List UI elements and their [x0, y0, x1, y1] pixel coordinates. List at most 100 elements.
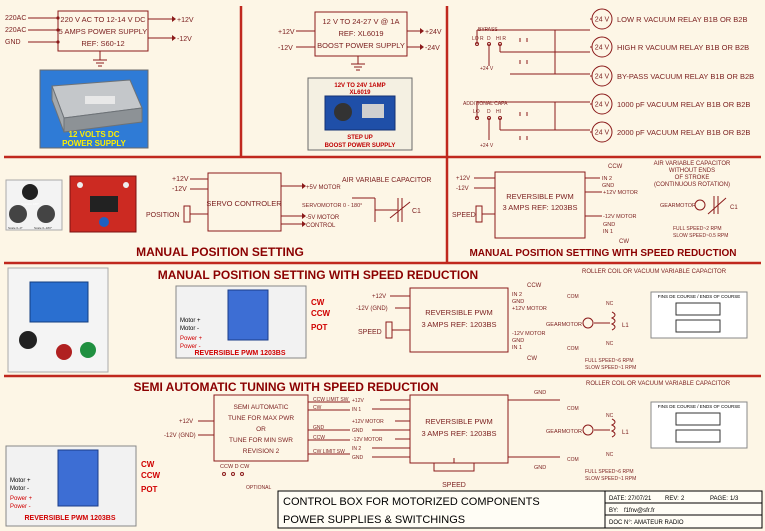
boost-photo-top-1: 12V TO 24V 1AMP: [334, 83, 385, 89]
boost-photo-top-2: XL6019: [349, 90, 371, 96]
manual-position-label: POSITION: [146, 212, 179, 219]
manual-in-pos: +12V: [172, 176, 189, 183]
ms-block-1: REVERSIBLE PWM: [506, 192, 574, 201]
knob-left-caption: Scale 0~0°: [8, 226, 23, 230]
boost-out-neg: -24V: [425, 45, 440, 52]
by-label: BY:: [609, 508, 619, 514]
servo-controller-label: SERVO CONTROLER: [206, 199, 282, 208]
mpssr-in-pos: +12V: [372, 294, 386, 300]
semi-module-label-4: Power -: [10, 504, 31, 510]
semi-optional: OPTIONAL: [246, 485, 272, 491]
ms-out-pos: +12V MOTOR: [603, 190, 638, 196]
ms-title: MANUAL POSITION SETTING WITH SPEED REDUC…: [469, 248, 736, 259]
ms-in-pos: +12V: [456, 176, 470, 182]
servo-knob-photos: Scale 0~0° Scale 0~180° Position 180°: [5, 175, 137, 233]
relay-item-5: 2000 pF VACUUM RELAY B1B OR B2B: [617, 128, 750, 137]
semi-roller-title: ROLLER COIL OR VACUUM VARIABLE CAPACITOR: [586, 381, 731, 387]
psu-block: [57, 10, 149, 52]
ms-pwm-block: [494, 171, 586, 239]
relay-sw2-title: ADDITIONAL CAPA: [463, 101, 508, 107]
manual-control: CONTROL: [306, 223, 336, 229]
mpssr-out-pos: +12V MOTOR: [512, 306, 547, 312]
mpssr-module-side-2: CCW: [311, 309, 331, 318]
mpssr-fins-box: FINS DE COURSE / ENDS OF COURSE: [650, 291, 748, 339]
ms-speed-label: SPEED: [452, 212, 476, 219]
boost-out-pos: +24V: [425, 29, 442, 36]
mpssr-section: MANUAL POSITION SETTING WITH SPEED REDUC…: [7, 267, 748, 373]
ms-gnd: GND: [602, 183, 614, 189]
psu-in1-label: 220AC: [5, 15, 26, 22]
semi-left-1: CCW LIMIT SW: [313, 397, 349, 403]
mpssr-module: Motor + Motor - Power + Power - CW CCW P…: [175, 285, 331, 359]
semi-ctl-sw: CCW D CW: [220, 464, 250, 470]
boost-line2: REF: XL6019: [338, 29, 383, 38]
ms-gnd3: GND: [603, 222, 615, 228]
relay-sw2-hi: HI: [496, 109, 501, 115]
psu-out-pos: +12V: [177, 17, 194, 24]
semi-mid-7: GND: [352, 455, 364, 461]
psu-gnd-label: GND: [5, 39, 21, 46]
relay-coil-label-2: 24 V: [595, 45, 610, 52]
semi-in-neg: -12V (GND): [164, 433, 196, 439]
title-block: CONTROL BOX FOR MOTORIZED COMPONENTS POW…: [277, 490, 763, 529]
semi-module-label-2: Motor -: [10, 486, 29, 492]
ms-in1: IN 1: [603, 229, 613, 235]
semi-gnd-bot: GND: [534, 465, 546, 471]
relay-item-4: 1000 pF VACUUM RELAY B1B OR B2B: [617, 100, 750, 109]
semi-ctl-4: TUNE FOR MIN SWR: [229, 437, 293, 444]
semi-coil-ref: L1: [622, 430, 629, 436]
ms-cap-title-4: (CONTINUOUS ROTATION): [654, 182, 730, 188]
relay-sw1-lo: LO R: [472, 36, 484, 42]
relay-coil-label-1: 24 V: [595, 17, 610, 24]
ms-cap-ref: C1: [730, 205, 738, 211]
semi-speed-label: SPEED: [442, 482, 466, 489]
semi-slow-speed: SLOW SPEED~1 RPM: [585, 476, 636, 482]
manual-title: MANUAL POSITION SETTING: [136, 245, 304, 259]
semi-ctl-2: TUNE FOR MAX PWR: [228, 415, 294, 422]
semi-left-5: CW LIMIT SW: [313, 449, 345, 455]
mpssr-roller-title: ROLLER COIL OR VACUUM VARIABLE CAPACITOR: [582, 269, 727, 275]
mpssr-photo: [7, 267, 109, 373]
mpssr-nc-bot: NC: [606, 341, 614, 347]
mpssr-slow-speed: SLOW SPEED~1 RPM: [585, 365, 636, 371]
manual-out-neg: -5V MOTOR: [306, 215, 340, 221]
relay-sw2-d: D: [487, 109, 491, 115]
manual-out-pos: +5V MOTOR: [306, 185, 341, 191]
psu-photo-caption-2: POWER SUPPLY: [62, 139, 126, 148]
manual-speed-section: +12V -12V REVERSIBLE PWM 3 AMPS REF: 120…: [452, 161, 738, 259]
semi-controller-block: [213, 394, 309, 462]
boost-in-pos: +12V: [278, 29, 295, 36]
semi-nc-top: NC: [606, 413, 614, 419]
ms-in2: IN 2: [602, 176, 612, 182]
semi-mid-1: +12V: [352, 398, 364, 404]
ms-cap-title-1: AIR VARIABLE CAPACITOR: [654, 161, 731, 167]
semi-full-speed: FULL SPEED~6 RPM: [585, 469, 634, 475]
title-line2: POWER SUPPLIES & SWITCHINGS: [283, 514, 465, 526]
ms-cap-title-3: OF STROKE: [675, 175, 710, 181]
boost-line1: 12 V TO 24-27 V @ 1A: [323, 17, 400, 26]
boost-in-neg: -12V: [278, 45, 293, 52]
relay-sw2-supply: +24 V: [480, 143, 494, 149]
psu-in2-label: 220AC: [5, 27, 26, 34]
manual-cap-ref: C1: [412, 208, 421, 215]
psu-photo: 12 VOLTS DC POWER SUPPLY: [39, 69, 149, 149]
mpssr-nc-top: NC: [606, 301, 614, 307]
semi-fins-box: FINS DE COURSE / ENDS OF COURSE: [650, 401, 748, 449]
boost-photo: 12V TO 24V 1AMP XL6019 STEP UP BOOST POW…: [307, 77, 413, 151]
mpssr-in-neg: -12V (GND): [356, 306, 388, 312]
mpssr-module-label-4: Power -: [180, 344, 201, 350]
relay-item-3: BY-PASS VACUUM RELAY B1B OR B2B: [617, 72, 754, 81]
psu-section: 220AC 220AC GND 220 V AC TO 12-14 V DC 5…: [5, 10, 194, 149]
servo-controller-block: [207, 172, 282, 232]
manual-in-neg: -12V: [172, 186, 187, 193]
ms-cap-title-2: WITHOUT ENDS: [669, 168, 715, 174]
date-value: 27/07/21: [628, 496, 652, 502]
semi-fins-title: FINS DE COURSE / ENDS OF COURSE: [658, 404, 741, 409]
mpssr-module-label-1: Motor +: [180, 318, 201, 324]
knob-mid-caption: Position 180°: [21, 202, 40, 206]
mpssr-full-speed: FULL SPEED~6 RPM: [585, 358, 634, 364]
psu-out-neg: -12V: [177, 36, 192, 43]
semi-mid-6: IN 2: [352, 446, 361, 452]
